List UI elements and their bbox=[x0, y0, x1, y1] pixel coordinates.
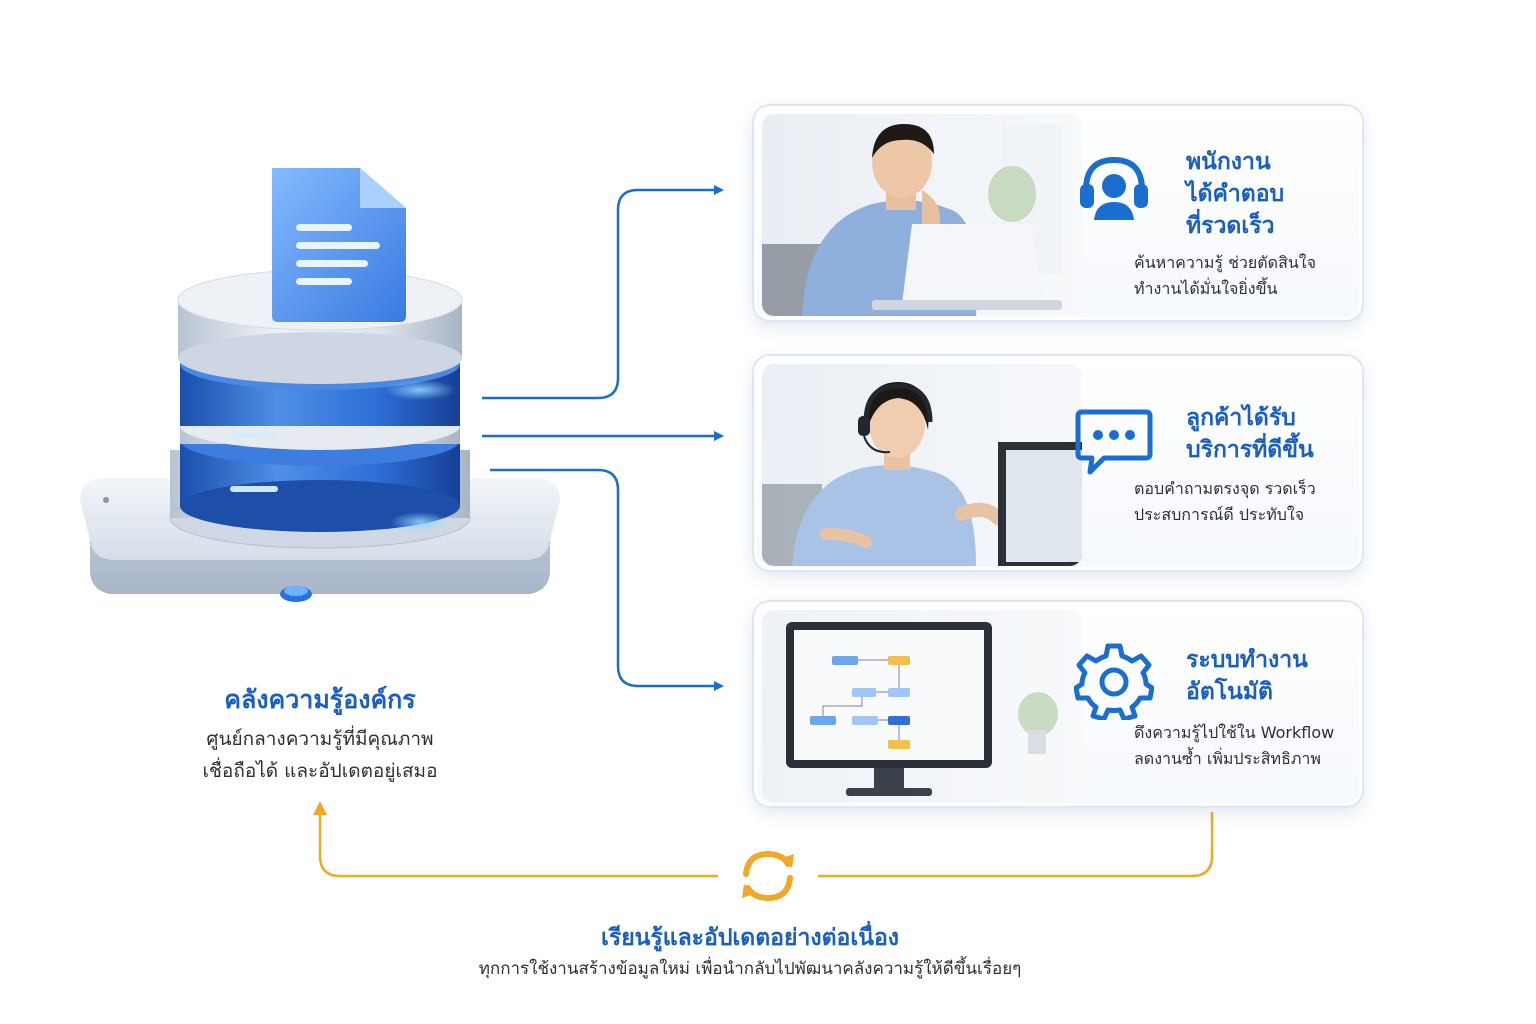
agent-headset-photo bbox=[762, 364, 1082, 566]
workflow-monitor-photo bbox=[762, 610, 1082, 802]
card-employee-title-line-3: ที่รวดเร็ว bbox=[1186, 213, 1275, 239]
card-customer-desc-line-1: ตอบคำถามตรงจุด รวดเร็ว bbox=[1134, 479, 1316, 498]
card-employee-desc-line-1: ค้นหาความรู้ ช่วยตัดสินใจ bbox=[1134, 253, 1316, 272]
card-employee-desc-line-2: ทำงานได้มั่นใจยิ่งขึ้น bbox=[1134, 279, 1278, 298]
connector-arrow-automation bbox=[490, 468, 724, 691]
card-customer-title-line-1: ลูกค้าได้รับ bbox=[1186, 405, 1296, 431]
card-employee-title-line-2: ได้คำตอบ bbox=[1186, 181, 1285, 207]
footer-title: เรียนรู้และอัปเดตอย่างต่อเนื่อง bbox=[600, 925, 899, 951]
knowledge-database-illustration bbox=[80, 168, 560, 602]
hub-description-line-1: ศูนย์กลางความรู้ที่มีคุณภาพ bbox=[206, 728, 434, 750]
feedback-loop-left bbox=[313, 801, 718, 878]
card-employee-answers: พนักงาน ได้คำตอบ ที่รวดเร็ว ค้นหาความรู้… bbox=[752, 104, 1364, 322]
gear-icon bbox=[1074, 643, 1154, 720]
card-automation-desc-line-2: ลดงานซ้ำ เพิ่มประสิทธิภาพ bbox=[1134, 749, 1321, 768]
connector-arrow-employee bbox=[482, 185, 724, 400]
hub-title: คลังความรู้องค์กร bbox=[224, 685, 416, 714]
card-automation-title-line-2: อัตโนมัติ bbox=[1186, 679, 1273, 705]
hub-description-line-2: เชื่อถือได้ และอัปเดตอยู่เสมอ bbox=[202, 760, 438, 782]
card-customer-desc-line-2: ประสบการณ์ดี ประทับใจ bbox=[1134, 505, 1305, 524]
feedback-loop-right bbox=[818, 812, 1214, 878]
chat-bubble-icon bbox=[1075, 409, 1153, 475]
card-customer-title-line-2: บริการที่ดีขึ้น bbox=[1186, 437, 1314, 463]
card-automation-system: ระบบทำงาน อัตโนมัติ ดึงความรู้ไปใช้ใน Wo… bbox=[752, 600, 1364, 808]
card-employee-title-line-1: พนักงาน bbox=[1186, 149, 1271, 175]
footer-description: ทุกการใช้งานสร้างข้อมูลใหม่ เพื่อนำกลับไ… bbox=[478, 959, 1022, 979]
employee-laptop-photo bbox=[762, 114, 1082, 316]
headset-user-icon bbox=[1080, 156, 1148, 220]
card-customer-service: ลูกค้าได้รับ บริการที่ดีขึ้น ตอบคำถามตรง… bbox=[752, 354, 1364, 572]
refresh-cycle-icon bbox=[742, 850, 794, 902]
card-automation-desc-line-1: ดึงความรู้ไปใช้ใน Workflow bbox=[1134, 723, 1335, 742]
card-automation-title-line-1: ระบบทำงาน bbox=[1186, 647, 1308, 673]
